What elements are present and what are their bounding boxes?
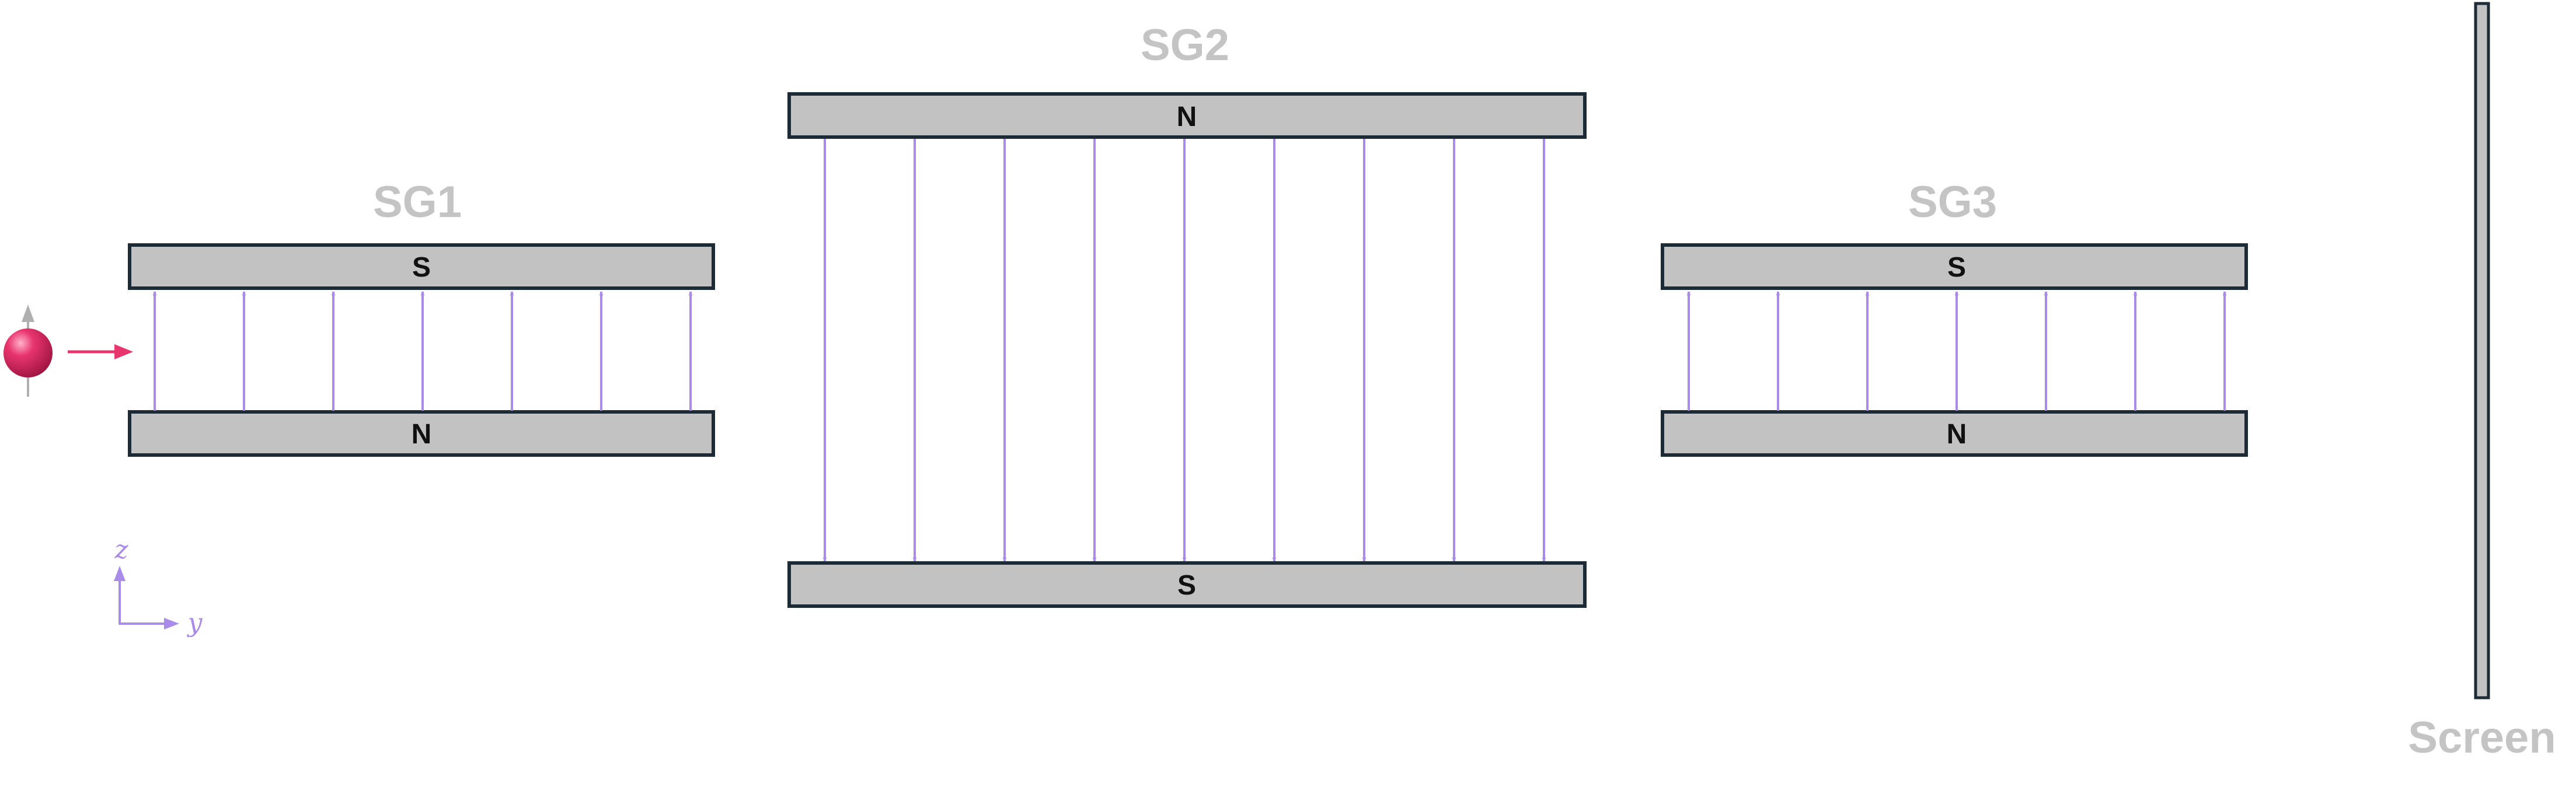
magnet-bottom-pole-label-sg2: S bbox=[1177, 570, 1196, 601]
y-axis-arrow-icon bbox=[164, 618, 179, 629]
coordinate-axes: z y bbox=[114, 535, 203, 638]
magnet-title-sg3: SG3 bbox=[1908, 177, 1997, 227]
detector-screen: Screen bbox=[2408, 2, 2556, 762]
magnet-top-pole-label-sg3: S bbox=[1947, 252, 1966, 283]
magnet-sg3: SG3 S N bbox=[1661, 177, 2248, 457]
particle-source bbox=[4, 305, 133, 397]
magnet-top-plate-sg3 bbox=[1661, 243, 2248, 290]
spin-arrow-head-icon bbox=[22, 305, 34, 322]
magnet-bottom-plate-sg3 bbox=[1661, 410, 2248, 457]
z-axis-arrow-icon bbox=[114, 566, 126, 581]
magnet-top-plate-sg1 bbox=[128, 243, 715, 290]
magnet-top-plate-sg2 bbox=[787, 92, 1587, 139]
z-axis-label: z bbox=[114, 535, 128, 565]
magnetic-field-lines-sg2 bbox=[822, 139, 1546, 562]
particle-sphere-icon bbox=[4, 328, 53, 377]
magnet-bottom-pole-label-sg3: N bbox=[1947, 419, 1967, 450]
magnetic-field-lines-sg3 bbox=[1686, 291, 2227, 411]
magnetic-field-lines-sg1 bbox=[152, 291, 693, 411]
magnet-top-pole-label-sg1: S bbox=[412, 252, 431, 283]
particle-direction-arrow-head-icon bbox=[114, 344, 133, 359]
y-axis-label: y bbox=[187, 608, 203, 638]
screen-bar bbox=[2474, 2, 2490, 699]
magnet-bottom-plate-sg1 bbox=[128, 410, 715, 457]
magnet-title-sg2: SG2 bbox=[1141, 20, 1229, 70]
magnet-bottom-pole-label-sg1: N bbox=[412, 419, 432, 450]
screen-label: Screen bbox=[2408, 713, 2556, 762]
magnet-sg1: SG1 S N bbox=[128, 177, 715, 457]
magnet-title-sg1: SG1 bbox=[373, 177, 462, 227]
magnet-top-pole-label-sg2: N bbox=[1177, 102, 1197, 132]
magnet-bottom-plate-sg2 bbox=[787, 561, 1587, 608]
magnet-sg2: SG2 N S bbox=[787, 20, 1587, 608]
